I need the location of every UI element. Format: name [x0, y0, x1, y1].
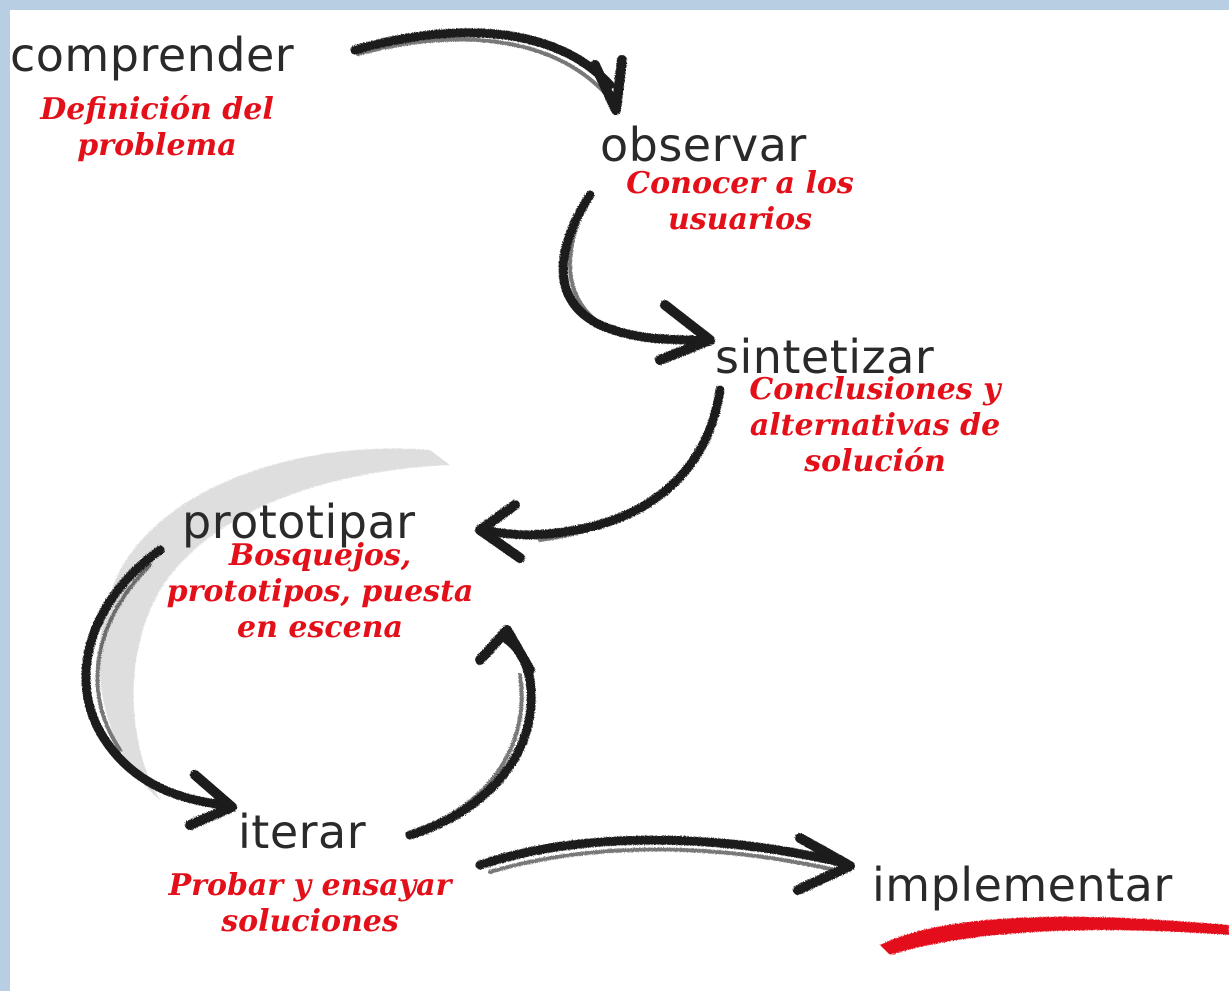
- arrow-sintetizar-prototipar-icon: [475, 385, 725, 563]
- stage-iterar: iterar: [238, 805, 367, 859]
- gray-brush-swoosh-icon: [99, 448, 450, 800]
- note-sintetizar: Conclusiones y alternativas de solución: [725, 372, 1025, 480]
- brush-underline-icon: [880, 916, 1229, 955]
- arrows-layer: [81, 28, 1229, 955]
- note-iterar: Probar y ensayar soluciones: [145, 868, 475, 940]
- note-line: solución: [804, 444, 946, 479]
- arrow-iterar-prototipar-icon: [405, 625, 536, 840]
- note-line: Bosquejos,: [228, 538, 412, 573]
- diagram-canvas: comprender observar sintetizar prototipa…: [10, 10, 1229, 991]
- stage-sintetizar: sintetizar: [715, 330, 935, 384]
- note-line: soluciones: [221, 904, 399, 939]
- note-line: problema: [77, 128, 237, 163]
- stage-prototipar: prototipar: [182, 495, 416, 549]
- note-line: Definición del: [40, 92, 274, 127]
- note-observar: Conocer a los usuarios: [610, 166, 870, 238]
- stage-observar: observar: [600, 118, 807, 172]
- note-line: Conclusiones y: [749, 372, 1001, 407]
- note-line: Conocer a los: [626, 166, 854, 201]
- stage-comprender: comprender: [10, 28, 295, 82]
- note-comprender: Definición del problema: [22, 92, 292, 164]
- arrow-observar-sintetizar-icon: [558, 190, 715, 365]
- stage-implementar: implementar: [872, 858, 1173, 912]
- note-line: en escena: [237, 610, 403, 645]
- arrow-comprender-observar-icon: [350, 28, 627, 115]
- arrow-prototipar-iterar-icon: [81, 545, 237, 830]
- note-line: alternativas de: [749, 408, 1001, 443]
- note-prototipar: Bosquejos, prototipos, puesta en escena: [155, 538, 485, 646]
- note-line: prototipos, puesta: [166, 574, 474, 609]
- note-line: Probar y ensayar: [168, 868, 452, 903]
- arrow-iterar-implementar-icon: [475, 833, 855, 895]
- note-line: usuarios: [667, 202, 813, 237]
